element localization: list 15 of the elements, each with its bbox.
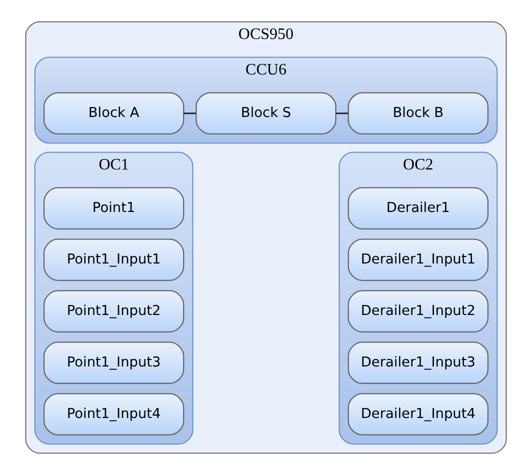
node-box: Block B xyxy=(347,92,488,135)
node-box: Block A xyxy=(42,92,184,135)
node-box: Derailer1 xyxy=(347,187,488,230)
node-box: Block S xyxy=(195,92,336,135)
node-box: Derailer1_Input2 xyxy=(347,290,488,332)
node-box: Point1_Input4 xyxy=(42,393,184,436)
connector xyxy=(183,112,196,114)
node-box: Derailer1_Input3 xyxy=(347,342,488,384)
node-box: Point1_Input3 xyxy=(42,342,184,384)
node-box: Derailer1_Input1 xyxy=(347,238,488,281)
connector xyxy=(335,112,348,114)
node-box: Derailer1_Input4 xyxy=(347,393,488,436)
node-box: Point1 xyxy=(42,187,184,230)
node-box: Point1_Input2 xyxy=(42,290,184,332)
node-box: Point1_Input1 xyxy=(42,238,184,281)
